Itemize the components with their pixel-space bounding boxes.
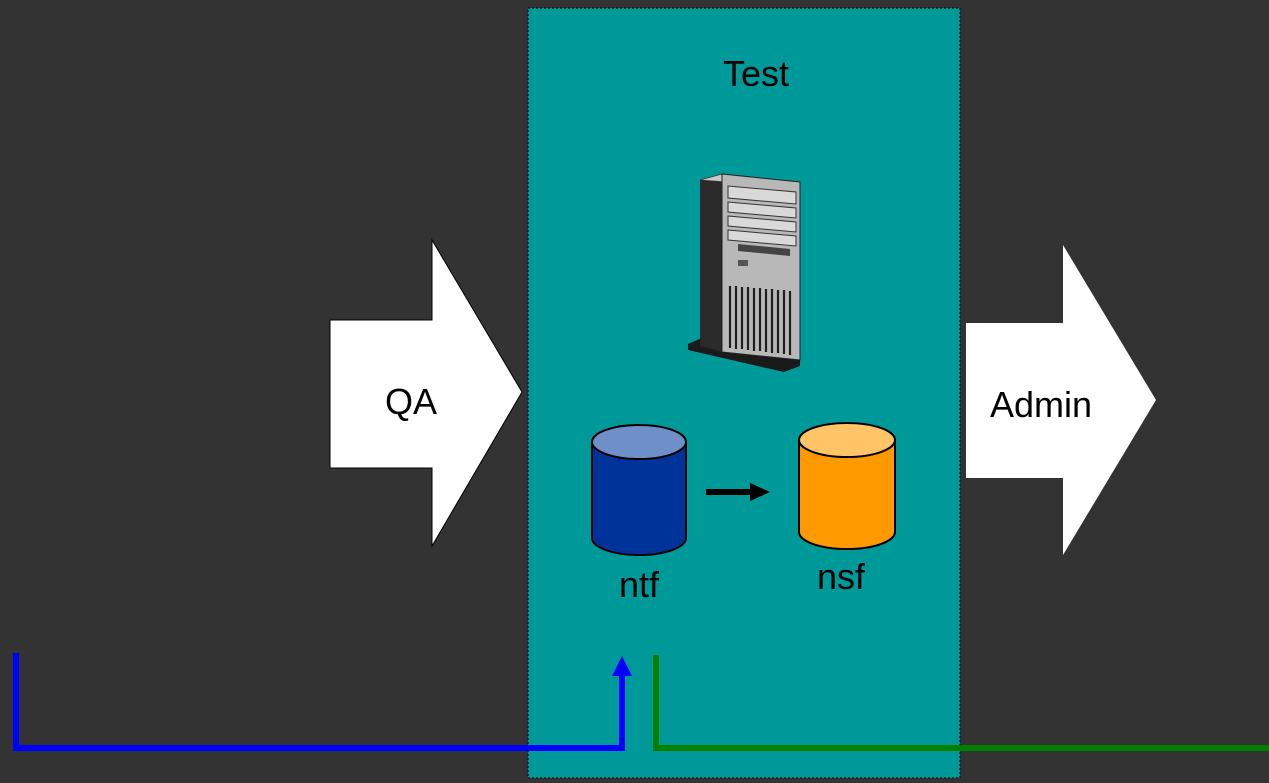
database-icon <box>798 422 896 550</box>
forward-connector <box>653 655 1269 751</box>
admin-arrow-label: Admin <box>990 384 1092 425</box>
database-label: nsf <box>817 556 866 597</box>
admin-arrow: Admin <box>966 245 1156 555</box>
stage-title: Test <box>723 53 789 94</box>
test-stage-panel <box>527 7 961 779</box>
convert-arrow-icon <box>706 483 770 501</box>
qa-arrow-label: QA <box>385 381 437 422</box>
feedback-connector <box>13 653 632 751</box>
server-tower-icon <box>688 173 801 372</box>
template-db-label: ntf <box>619 564 660 605</box>
template-db-icon <box>591 424 687 556</box>
qa-arrow: QA <box>329 238 523 548</box>
